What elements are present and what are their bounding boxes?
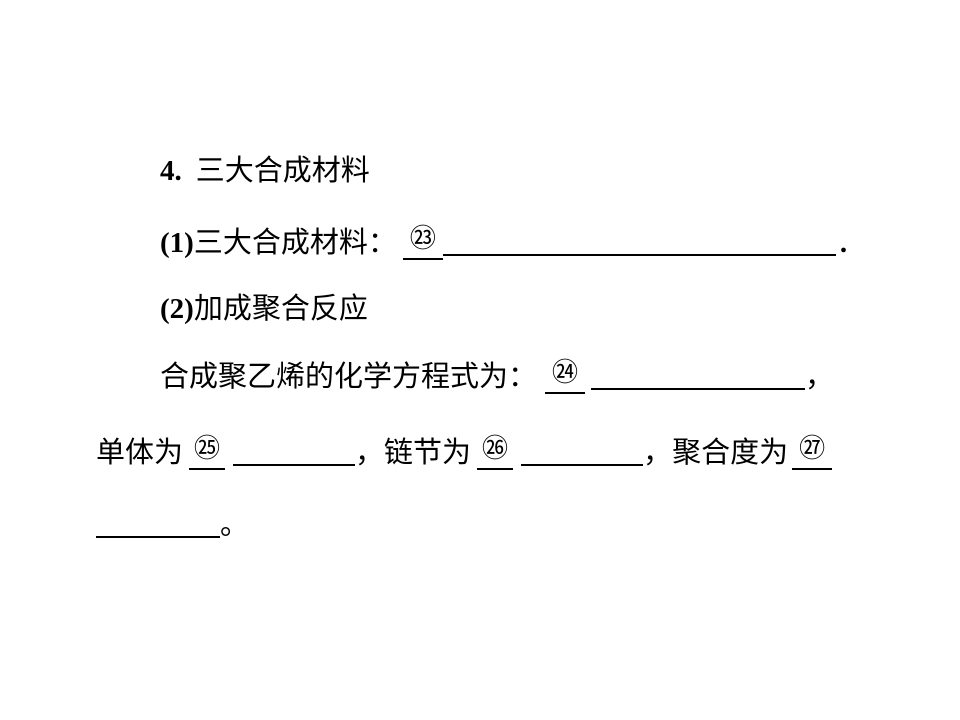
section-heading: 4. 三大合成材料 <box>160 150 370 190</box>
blank-24-line[interactable] <box>591 356 806 390</box>
equation-end: ， <box>805 359 835 393</box>
item-1-text: 三大合成材料： <box>193 225 397 259</box>
blank-26-marker: ㉖ <box>477 432 514 470</box>
section-title: 三大合成材料 <box>195 153 370 187</box>
item-1-line: (1)三大合成材料：㉓. <box>160 222 847 262</box>
blank-26-line[interactable] <box>521 432 644 466</box>
item-2-label: (2) <box>160 293 194 325</box>
separator-2: ， <box>643 435 673 469</box>
monomer-label: 单体为 <box>96 435 184 469</box>
blank-27-line[interactable] <box>96 504 220 538</box>
item-2-text: 加成聚合反应 <box>193 291 368 325</box>
unit-label: 链节为 <box>384 435 472 469</box>
equation-text: 合成聚乙烯的化学方程式为： <box>160 359 538 393</box>
degree-label: 聚合度为 <box>672 435 789 469</box>
blank-23-line[interactable] <box>442 222 836 256</box>
item-1-label: (1) <box>160 227 194 259</box>
blank-23-marker: ㉓ <box>402 222 443 260</box>
blank-25-line[interactable] <box>233 432 356 466</box>
blank-27-marker: ㉗ <box>792 432 833 470</box>
separator-1: ， <box>355 435 385 469</box>
section-separator: . <box>174 155 182 187</box>
blank-24-marker: ㉔ <box>545 356 586 394</box>
section-number: 4 <box>160 155 175 187</box>
last-line: 。 <box>96 504 249 544</box>
item-1-end: . <box>839 227 848 259</box>
item-2-line: (2)加成聚合反应 <box>160 288 368 328</box>
last-line-end: 。 <box>220 507 250 541</box>
equation-line: 合成聚乙烯的化学方程式为：㉔ ， <box>160 356 834 396</box>
blank-25-marker: ㉕ <box>189 432 226 470</box>
